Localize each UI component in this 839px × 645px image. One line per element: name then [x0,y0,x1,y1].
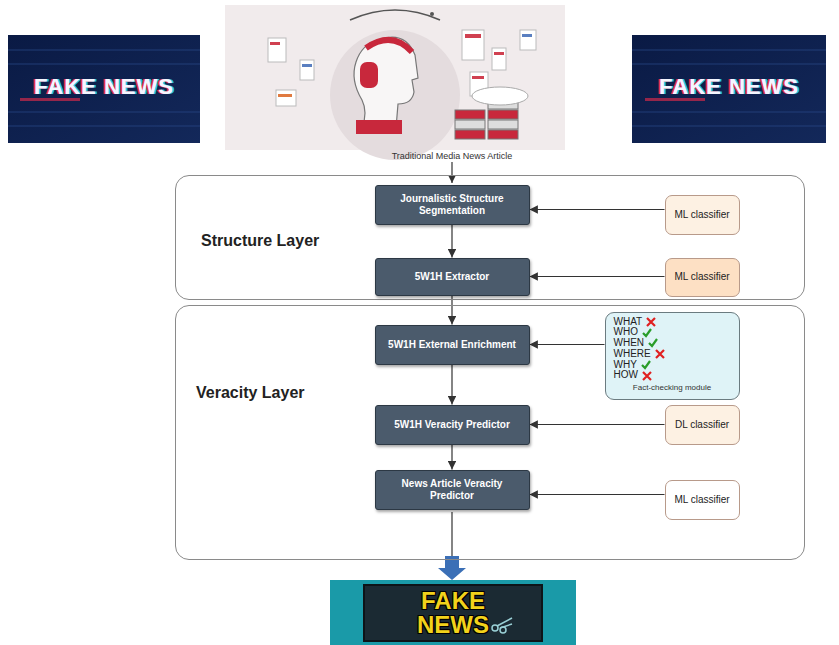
cross-mark [646,317,656,327]
process-box: Journalistic Structure Segmentation [375,185,530,225]
box-label: Journalistic Structure Segmentation [384,193,521,217]
fact-check-module: WHATWHOWHENWHEREWHYHOW Fact-checking modu… [605,312,740,400]
screen-title: FAKE NEWS [408,589,498,636]
flow-arrow [451,365,452,405]
input-label: Traditional Media News Article [330,151,574,161]
output-line [451,512,452,556]
check-mark [648,338,658,348]
fake-news-image [632,35,826,143]
checklist-row: WHAT [614,317,731,328]
w-question: WHERE [614,349,651,360]
checklist-row: WHO [614,327,731,338]
w-question: WHAT [614,317,643,328]
process-box: News Article Veracity Predictor [375,470,530,510]
flow-arrow [451,225,452,258]
classifier-box: DL classifier [665,405,740,445]
fake-news-screen [330,580,576,645]
fake-news-image [8,35,200,143]
box-label: DL classifier [675,419,729,431]
checklist-row: WHERE [614,349,731,360]
flow-arrow [451,445,452,470]
layer-band: 5W1H External Enrichment WHATWHOWHENWHERE… [175,305,805,560]
classifier-box: ML classifier [665,258,740,297]
layer-band: Journalistic Structure Segmentation ML cl… [175,175,805,300]
w-question: WHO [614,327,638,338]
box-label: ML classifier [674,494,729,506]
checklist-row: HOW [614,370,731,381]
process-box: 5W1H Extractor [375,258,530,296]
box-label: ML classifier [674,209,729,221]
box-label: 5W1H Veracity Predictor [394,419,510,431]
checklist-row: WHY [614,360,731,371]
w-question: WHY [614,360,637,371]
classifier-box: ML classifier [665,195,740,235]
classifier-box: ML classifier [665,480,740,520]
image-title: FAKE NEWS [8,74,200,100]
process-box: 5W1H Veracity Predictor [375,405,530,445]
flow-arrow [530,209,665,210]
image-title: FAKE NEWS [632,74,826,100]
module-caption: Fact-checking module [633,383,711,392]
check-mark [642,328,652,338]
box-label: ML classifier [674,271,729,283]
box-label: 5W1H Extractor [415,271,489,283]
check-mark [641,360,651,370]
layer-title: Structure Layer [201,232,319,250]
flow-arrow [530,494,665,495]
cross-mark [642,371,652,381]
checklist-row: WHEN [614,338,731,349]
layer-title: Veracity Layer [196,384,305,402]
process-box: 5W1H External Enrichment [375,325,530,365]
w-question: HOW [614,370,638,381]
input-arrow [451,162,452,183]
module-caption-row: Fact-checking module [614,383,731,392]
flow-arrow [530,424,665,425]
cross-mark [655,349,665,359]
flow-arrow [530,276,665,277]
flow-arrow [530,344,605,345]
box-label: 5W1H External Enrichment [388,339,516,351]
w-question: WHEN [614,338,645,349]
box-label: News Article Veracity Predictor [384,478,521,502]
ai-head-illustration [225,5,565,160]
